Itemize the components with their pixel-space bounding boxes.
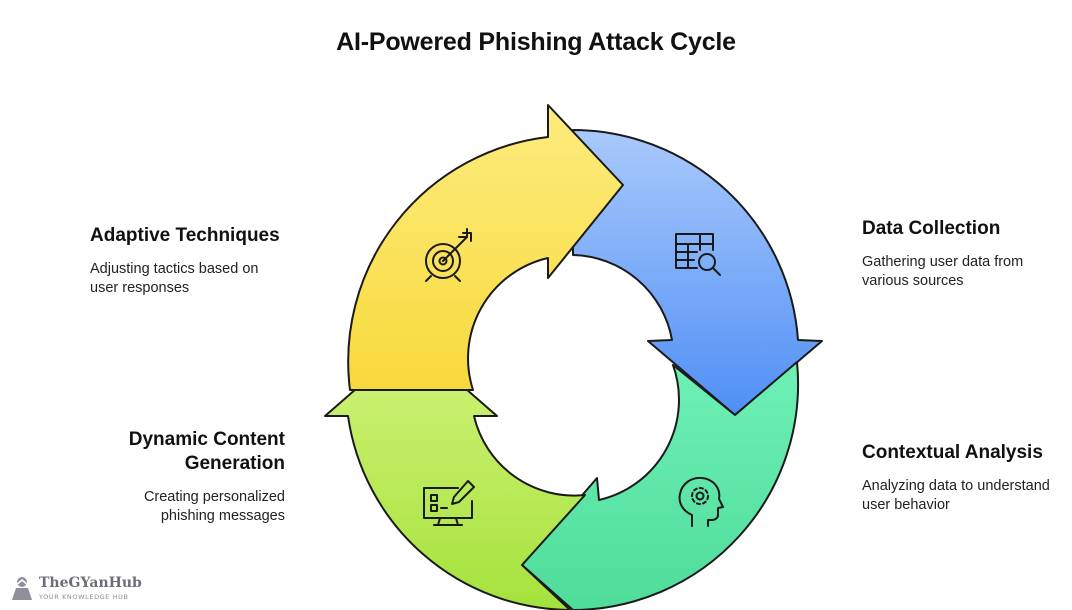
arrow-contextual-analysis bbox=[521, 361, 800, 610]
step-adaptive-techniques: Adaptive Techniques Adjusting tactics ba… bbox=[90, 224, 330, 298]
step-description: Adjusting tactics based on user response… bbox=[90, 261, 259, 296]
brand-logo-icon bbox=[12, 577, 32, 600]
arrow-adaptive-techniques bbox=[347, 104, 624, 391]
brand-name: TheGYanHub bbox=[39, 574, 142, 591]
step-description: Gathering user data from various sources bbox=[862, 254, 1024, 289]
step-label: Dynamic Content Generation bbox=[128, 429, 285, 474]
step-description: Analyzing data to understand user behavi… bbox=[862, 478, 1050, 513]
table-search-icon bbox=[675, 233, 721, 276]
step-description: Creating personalized phishing messages bbox=[143, 489, 285, 524]
step-label: Data Collection bbox=[862, 218, 1001, 239]
step-contextual-analysis: Contextual Analysis Analyzing data to un… bbox=[862, 441, 1067, 515]
arrow-data-collection bbox=[572, 129, 823, 416]
brand-watermark: TheGYanHub YOUR KNOWLEDGE HUB bbox=[10, 573, 142, 603]
page-title: AI-Powered Phishing Attack Cycle bbox=[336, 28, 736, 56]
target-arrow-icon bbox=[425, 228, 472, 282]
step-dynamic-content: Dynamic Content Generation Creating pers… bbox=[95, 428, 285, 526]
screen-edit-icon bbox=[423, 480, 475, 526]
arrow-dynamic-content bbox=[324, 340, 586, 610]
step-label: Adaptive Techniques bbox=[90, 225, 280, 246]
step-data-collection: Data Collection Gathering user data from… bbox=[862, 217, 1062, 291]
head-gear-icon bbox=[678, 476, 724, 527]
step-label: Contextual Analysis bbox=[862, 442, 1043, 463]
brand-tagline: YOUR KNOWLEDGE HUB bbox=[39, 592, 129, 601]
